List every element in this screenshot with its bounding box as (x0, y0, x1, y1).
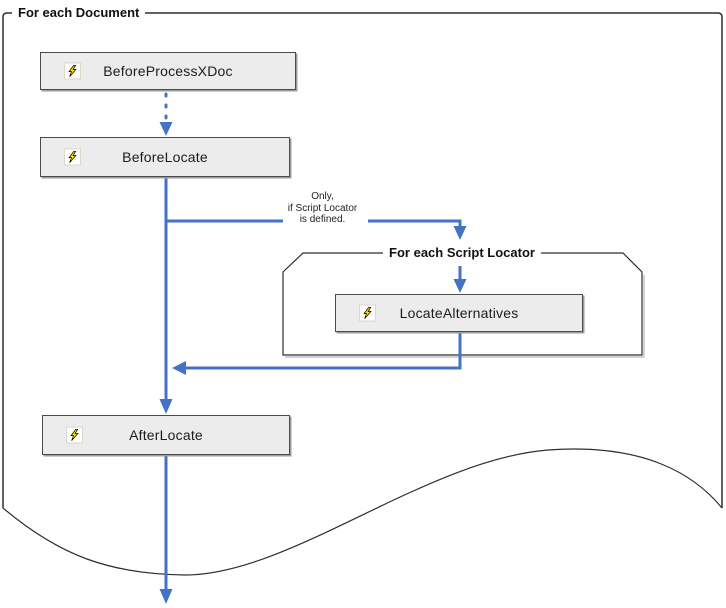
connector-beforeprocessxdoc-to-beforelocate (159, 92, 173, 136)
document-loop-border (2, 12, 723, 576)
script-locator-loop-title: For each Script Locator (383, 245, 541, 260)
lightning-icon (66, 426, 83, 444)
connector-locatealternatives-return (172, 332, 462, 375)
condition-note-line: if Script Locator (287, 202, 358, 214)
lightning-icon (64, 62, 81, 80)
connector-afterlocate-continue (159, 455, 173, 604)
connector-beforelocate-to-afterlocate (159, 177, 173, 414)
event-node-before-locate: BeforeLocate (40, 137, 290, 177)
connector-conditional-branch (166, 219, 467, 293)
lightning-icon (64, 148, 81, 166)
event-node-before-process-xdoc: BeforeProcessXDoc (40, 52, 296, 90)
event-node-locate-alternatives: LocateAlternatives (335, 294, 583, 332)
event-node-label: BeforeLocate (122, 149, 208, 165)
script-locator-loop-border (282, 252, 645, 358)
event-node-label: AfterLocate (129, 427, 203, 443)
document-loop-title: For each Document (12, 5, 146, 20)
event-node-label: LocateAlternatives (399, 305, 519, 321)
continuation-wave (2, 448, 723, 576)
event-node-after-locate: AfterLocate (42, 415, 290, 455)
condition-note: Only, if Script Locator is defined. (270, 191, 375, 226)
condition-note-line: is defined. (299, 214, 346, 225)
condition-note-line: Only, (311, 191, 334, 202)
event-node-label: BeforeProcessXDoc (103, 63, 233, 79)
lightning-icon (359, 304, 376, 322)
